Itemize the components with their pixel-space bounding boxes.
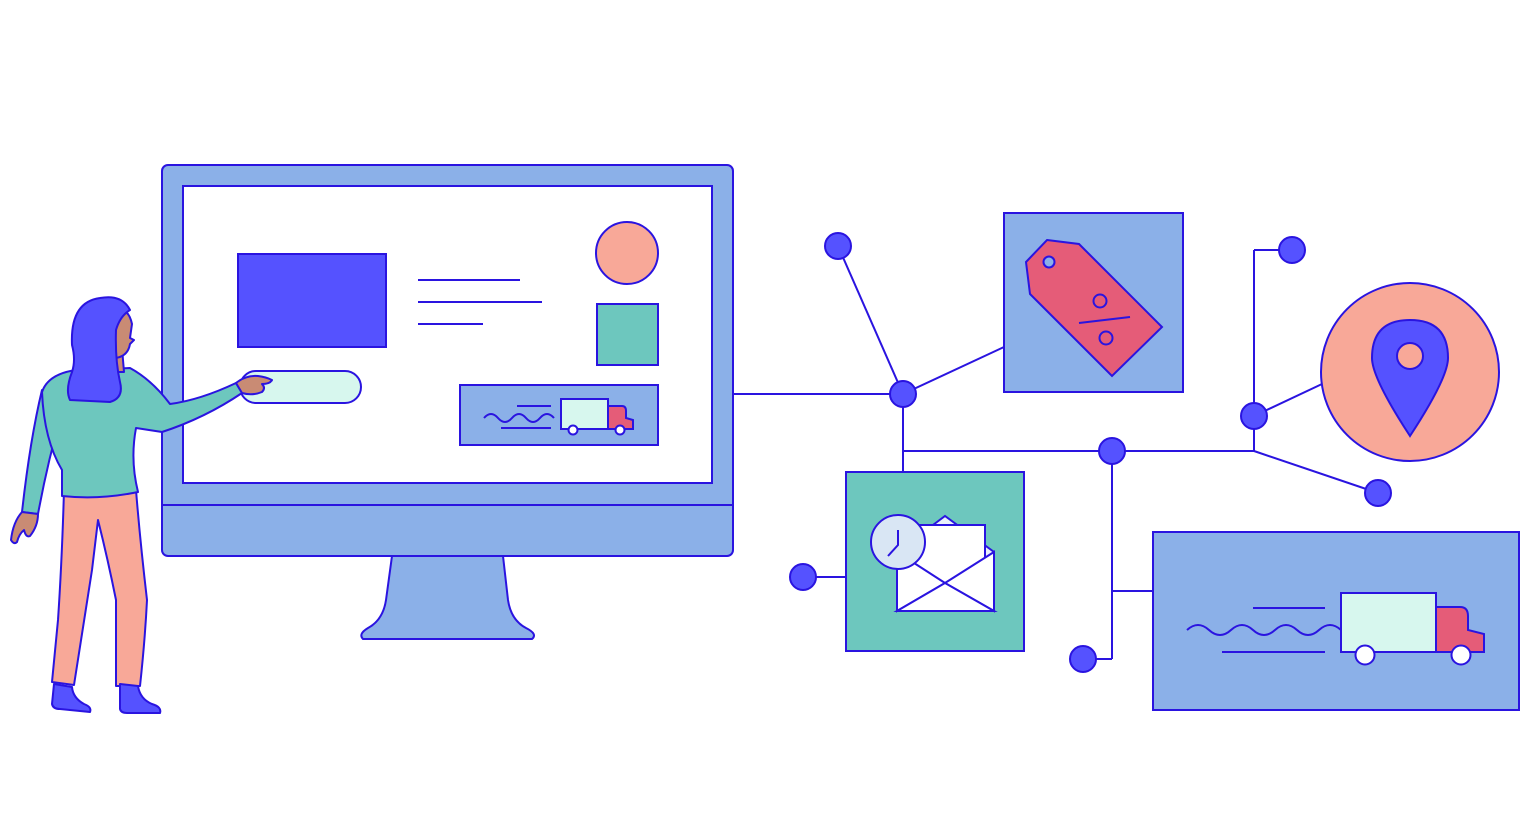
desktop-monitor bbox=[161, 164, 734, 640]
screen-shipping-card bbox=[459, 384, 659, 446]
shipping-card bbox=[1152, 531, 1520, 711]
network-node bbox=[1098, 437, 1126, 465]
pants bbox=[51, 489, 148, 687]
map-pin-icon bbox=[1370, 318, 1450, 438]
envelope-clock-icon bbox=[870, 514, 998, 613]
right-shoe bbox=[119, 683, 162, 714]
location-badge bbox=[1320, 282, 1500, 462]
left-shoe bbox=[51, 683, 92, 713]
hair bbox=[66, 296, 131, 403]
network-node bbox=[1364, 479, 1392, 507]
network-node bbox=[789, 563, 817, 591]
scheduled-mail-card bbox=[845, 471, 1025, 652]
discount-price-tag-icon bbox=[1024, 238, 1164, 378]
left-hand bbox=[10, 511, 39, 545]
truck-icon bbox=[560, 398, 634, 436]
network-node bbox=[1240, 402, 1268, 430]
screen-avatar-circle bbox=[595, 221, 659, 285]
monitor-stand bbox=[360, 555, 535, 640]
network-node bbox=[824, 232, 852, 260]
screen-thumbnail-square bbox=[596, 303, 659, 366]
pointing-hand bbox=[235, 374, 273, 396]
woman-pointing bbox=[10, 296, 273, 714]
discount-card bbox=[1003, 212, 1184, 393]
delivery-truck-icon bbox=[1340, 592, 1485, 666]
network-node bbox=[1278, 236, 1306, 264]
network-node bbox=[1069, 645, 1097, 673]
network-node bbox=[889, 380, 917, 408]
network-nodes bbox=[789, 232, 1392, 673]
screen-image-block bbox=[237, 253, 387, 348]
